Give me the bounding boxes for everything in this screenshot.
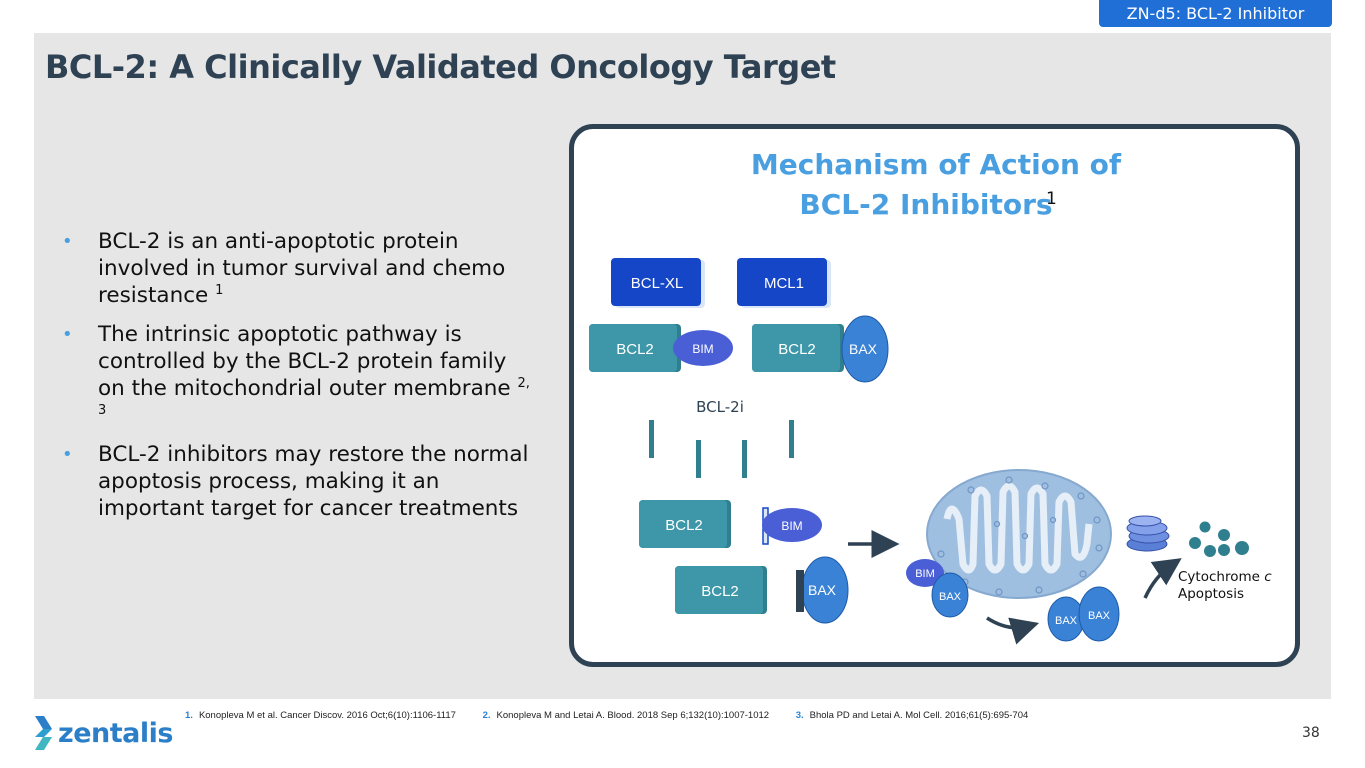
- arrow-icon: [986, 616, 1040, 645]
- footer-references: 1. Konopleva M et al. Cancer Discov. 2016…: [185, 710, 1052, 721]
- cytochrome-c-label: Cytochrome c: [1178, 569, 1272, 585]
- reference-number: 1.: [185, 710, 193, 721]
- bax-label: BAX: [808, 582, 837, 598]
- cytochrome-c-letter: c: [1264, 569, 1272, 585]
- mcl1-label: MCL1: [764, 275, 804, 292]
- reference-text: Bhola PD and Letai A. Mol Cell. 2016;61(…: [809, 710, 1029, 721]
- reference-text: Konopleva M and Letai A. Blood. 2018 Sep…: [496, 710, 770, 721]
- slide-tag: ZN-d5: BCL-2 Inhibitor: [1099, 0, 1332, 27]
- reference-text: Konopleva M et al. Cancer Discov. 2016 O…: [198, 710, 456, 721]
- bullet-icon: •: [62, 444, 73, 465]
- bullet-item: • The intrinsic apoptotic pathway is cont…: [62, 321, 532, 429]
- bullet-icon: •: [62, 324, 73, 345]
- bullet-text: BCL-2 is an anti-apoptotic protein invol…: [98, 229, 506, 308]
- bcl-2i-label: BCL-2i: [696, 398, 744, 416]
- mechanism-title-line1: Mechanism of Action of: [751, 148, 1122, 181]
- zentalis-logo-text: zentalis: [58, 717, 173, 749]
- bcl2-bim-complex: BCL2 BIM: [589, 324, 733, 372]
- bcl2-bax-complex: BCL2 BAX: [752, 315, 889, 383]
- bullet-ref: 1: [215, 282, 224, 298]
- bim-label: BIM: [692, 342, 713, 356]
- bcl2-label: BCL2: [665, 517, 703, 534]
- zentalis-logo-icon: [35, 716, 52, 750]
- bcl-xl-label: BCL-XL: [631, 275, 684, 292]
- bullet-text: BCL-2 inhibitors may restore the normal …: [98, 442, 529, 521]
- bax-label: BAX: [1055, 615, 1078, 627]
- apoptosis-label: Apoptosis: [1178, 586, 1244, 602]
- bax-label: BAX: [939, 591, 962, 603]
- reference-number: 2.: [482, 710, 491, 721]
- mcl1-protein: MCL1: [737, 258, 831, 308]
- bim-label: BIM: [781, 519, 802, 533]
- bullet-text: The intrinsic apoptotic pathway is contr…: [98, 322, 511, 401]
- slide-title: BCL-2: A Clinically Validated Oncology T…: [45, 48, 836, 86]
- bullet-list: • BCL-2 is an anti-apoptotic protein invo…: [62, 228, 532, 534]
- mechanism-title-line2: BCL-2 Inhibitors: [799, 188, 1052, 221]
- bcl2-inhibited-bim: BCL2 BIM: [639, 500, 822, 548]
- bcl-xl-protein: BCL-XL: [611, 258, 705, 308]
- mechanism-title-ref: 1: [1046, 189, 1057, 209]
- mitochondrial-bim-bax: BIM BAX BAX BAX: [906, 559, 1120, 642]
- bim-label: BIM: [915, 568, 935, 580]
- bcl2-inhibited-bax: BCL2 BAX: [675, 556, 849, 624]
- bullet-ref: 2, 3: [98, 375, 530, 418]
- inhibitor-molecules: [649, 420, 794, 478]
- mechanism-diagram: Mechanism of Action of BCL-2 Inhibitors …: [589, 148, 1272, 645]
- bullet-item: • BCL-2 is an anti-apoptotic protein invo…: [62, 228, 532, 309]
- bcl2-label: BCL2: [616, 341, 654, 358]
- bullet-item: • BCL-2 inhibitors may restore the normal…: [62, 441, 532, 522]
- bax-label: BAX: [849, 341, 878, 357]
- zentalis-logo: zentalis: [34, 716, 173, 750]
- page-number: 38: [1302, 725, 1320, 741]
- bax-label: BAX: [1088, 610, 1111, 622]
- arrow-icon: [1143, 558, 1182, 599]
- bcl2-label: BCL2: [701, 583, 739, 600]
- reference-number: 3.: [795, 710, 804, 721]
- cytochrome-c-molecules: [1189, 521, 1249, 557]
- bcl2-label: BCL2: [778, 341, 816, 358]
- bullet-icon: •: [62, 231, 73, 252]
- cytochrome-word: Cytochrome: [1178, 569, 1260, 585]
- mitochondrion-icon: [926, 469, 1112, 599]
- cytochrome-c-icon: [1126, 515, 1170, 552]
